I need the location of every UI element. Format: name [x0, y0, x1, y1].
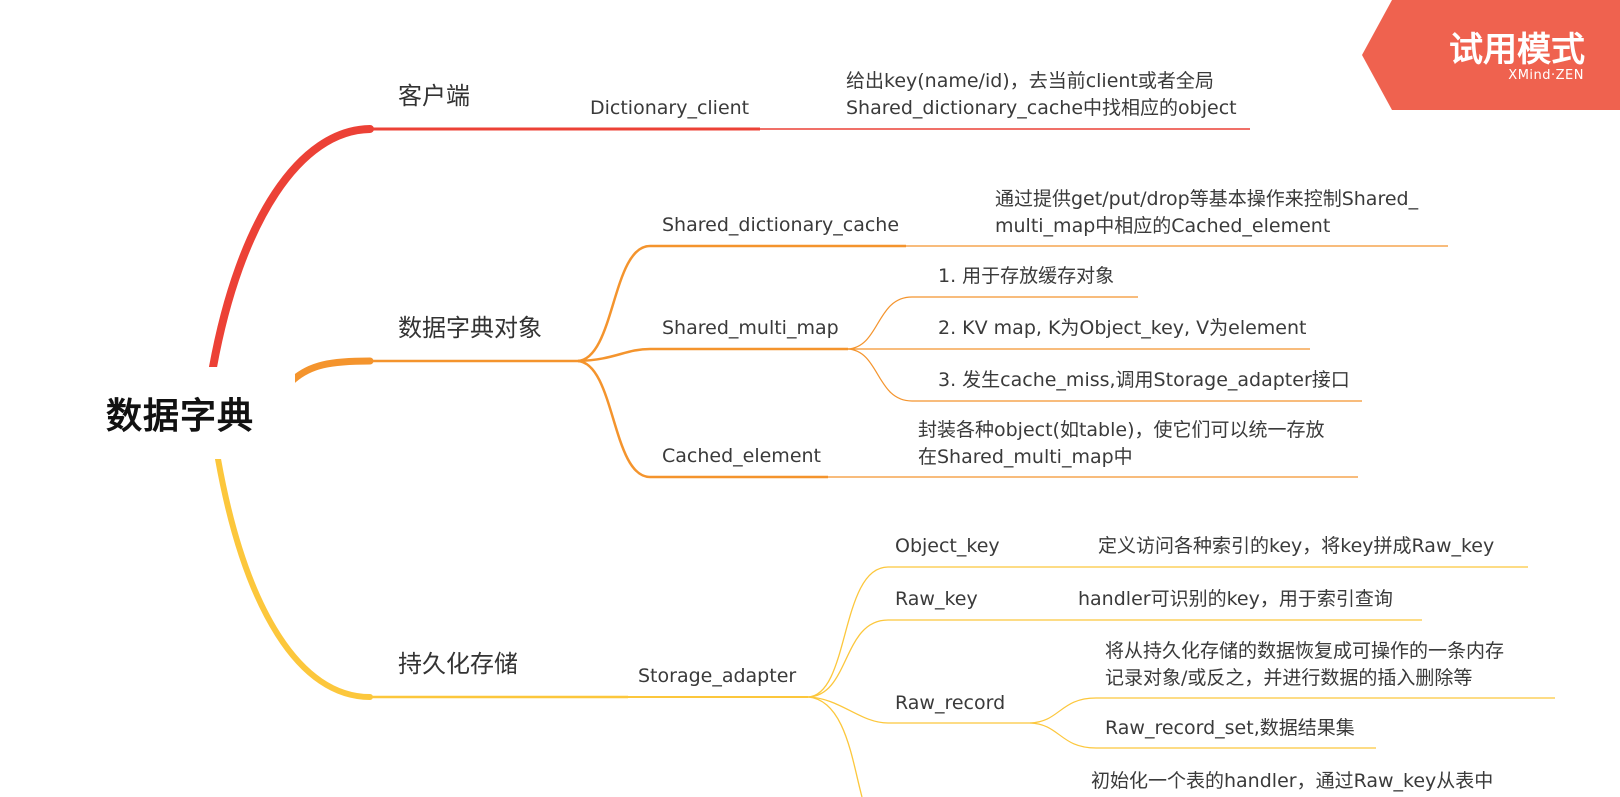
topic-persistent-storage[interactable]: 持久化存储 [398, 650, 518, 678]
branch-client-connector [209, 125, 374, 371]
root-topic[interactable]: 数据字典 [65, 367, 295, 459]
topic-shared-multi-map[interactable]: Shared_multi_map [662, 317, 839, 339]
branch-object-connector [289, 357, 374, 384]
topic-dictionary-client[interactable]: Dictionary_client [590, 97, 750, 119]
trial-banner[interactable] [1362, 0, 1620, 110]
topic-shared-dictionary-cache-desc[interactable]: 通过提供get/put/drop等基本操作来控制Shared_ multi_ma… [995, 188, 1419, 237]
topic-raw-record-item-2[interactable]: Raw_record_set,数据结果集 [1105, 717, 1355, 739]
topic-object-key-desc[interactable]: 定义访问各种索引的key，将key拼成Raw_key [1098, 535, 1495, 557]
topic-object-key[interactable]: Object_key [895, 535, 1000, 557]
topic-raw-record[interactable]: Raw_record [895, 692, 1006, 714]
topic-dictionary-client-desc[interactable]: 给出key(name/id)，去当前client或者全局 Shared_dict… [846, 70, 1237, 119]
topic-data-dictionary-object[interactable]: 数据字典对象 [398, 314, 542, 342]
topic-raw-key[interactable]: Raw_key [895, 588, 978, 610]
topic-multi-map-item-2[interactable]: 2. KV map, K为Object_key, V为element [938, 317, 1307, 339]
root-title: 数据字典 [105, 396, 254, 437]
topic-cached-element[interactable]: Cached_element [662, 445, 821, 467]
topic-raw-key-desc[interactable]: handler可识别的key，用于索引查询 [1078, 588, 1393, 610]
topic-multi-map-item-3[interactable]: 3. 发生cache_miss,调用Storage_adapter接口 [938, 369, 1350, 391]
topic-shared-dictionary-cache[interactable]: Shared_dictionary_cache [662, 214, 900, 236]
topic-cached-element-desc[interactable]: 封装各种object(如table)，使它们可以统一存放 在Shared_mul… [918, 419, 1325, 468]
topic-multi-map-item-1[interactable]: 1. 用于存放缓存对象 [938, 265, 1115, 287]
topic-storage-adapter[interactable]: Storage_adapter [638, 665, 797, 687]
topic-client[interactable]: 客户端 [398, 82, 470, 110]
branch-storage-connector [215, 456, 373, 700]
topic-handler-partial[interactable]: 初始化一个表的handler，通过Raw_key从表中 [1091, 770, 1494, 792]
topic-raw-record-item-1[interactable]: 将从持久化存储的数据恢复成可操作的一条内存 记录对象/或反之，并进行数据的插入删… [1105, 640, 1505, 689]
